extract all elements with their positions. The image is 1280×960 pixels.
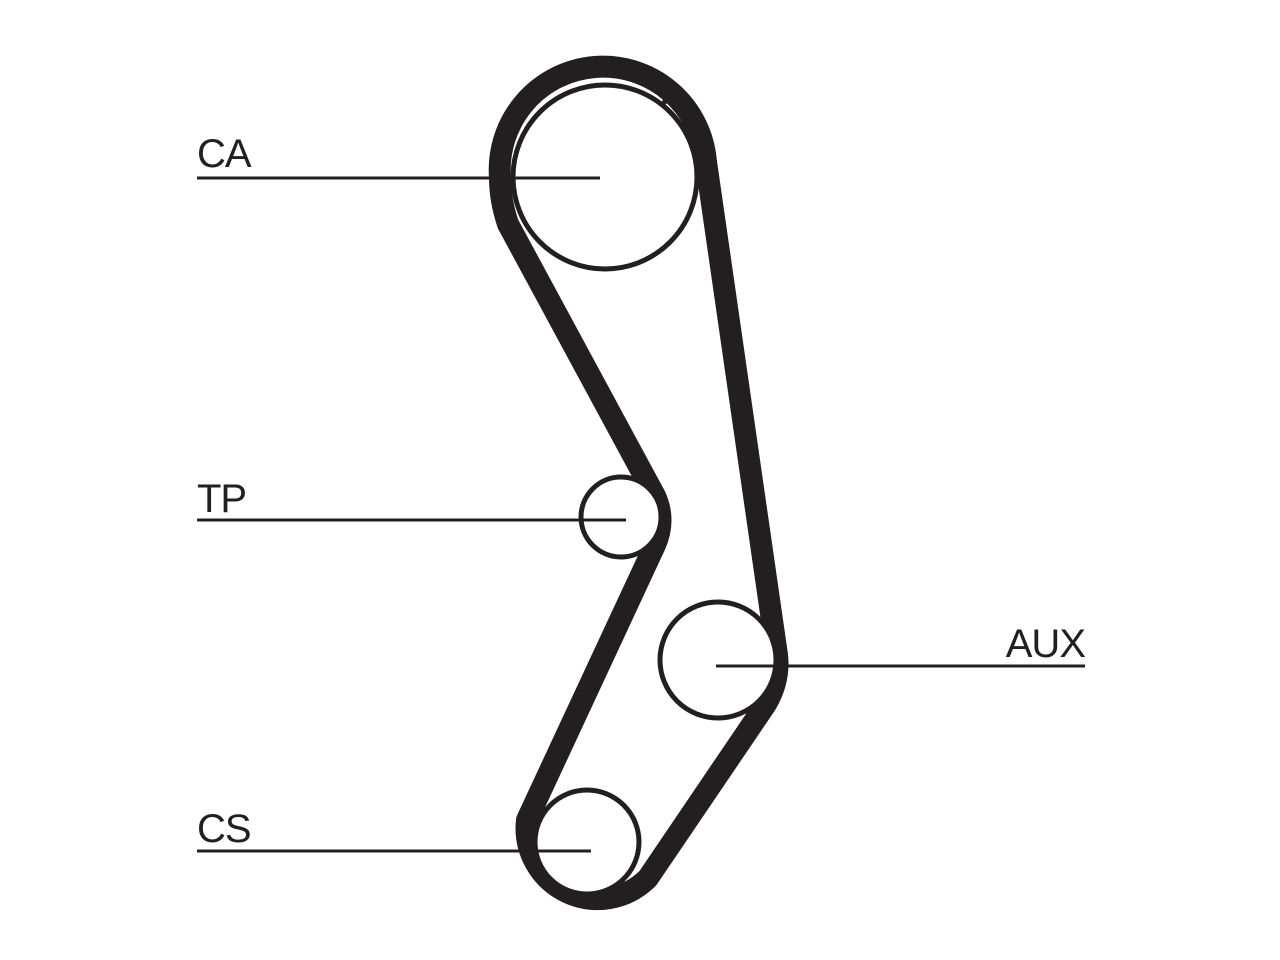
auxiliary-label: AUX bbox=[1006, 622, 1086, 666]
crankshaft-pulley bbox=[532, 787, 642, 897]
camshaft-label: CA bbox=[197, 132, 252, 176]
crankshaft-label: CS bbox=[197, 807, 251, 851]
tensioner-label: TP bbox=[197, 477, 246, 521]
auxiliary-pulley bbox=[657, 599, 779, 721]
tensioner-pulley bbox=[578, 474, 664, 560]
